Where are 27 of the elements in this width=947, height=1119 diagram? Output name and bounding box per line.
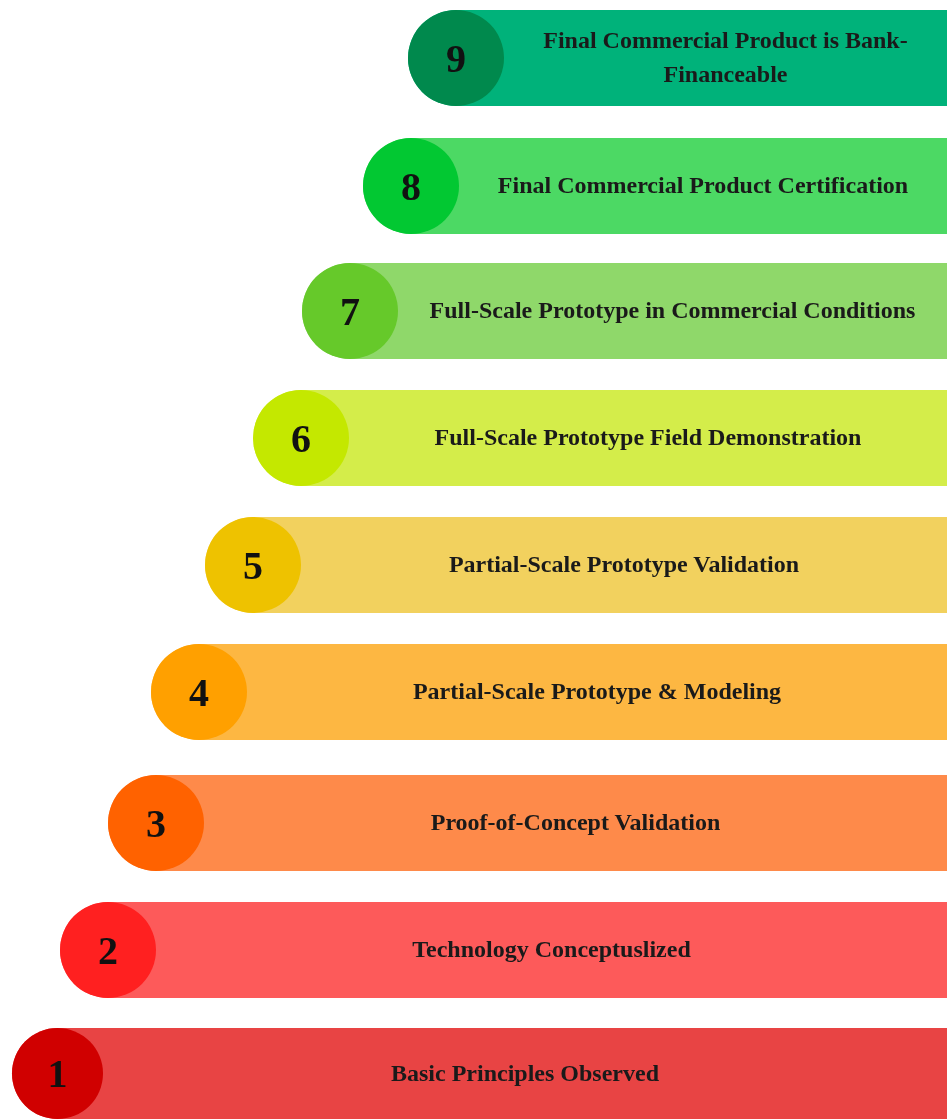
level-number: 9 <box>408 10 504 106</box>
level-label: Final Commercial Product Certification <box>497 171 909 201</box>
level-bar <box>151 644 947 740</box>
level-number: 7 <box>302 263 398 359</box>
level-number: 4 <box>151 644 247 740</box>
level-bar <box>363 138 947 234</box>
level-bar <box>408 10 947 106</box>
level-number: 1 <box>12 1028 103 1119</box>
level-label: Final Commercial Product is Bank-Financeable <box>542 26 909 89</box>
level-bar <box>60 902 947 998</box>
level-number: 3 <box>108 775 204 871</box>
level-bar <box>12 1028 947 1119</box>
level-bar <box>253 390 947 486</box>
level-label: Full-Scale Prototype Field Demonstration <box>434 423 862 453</box>
level-number: 5 <box>205 517 301 613</box>
level-label: Proof-of-Concept Validation <box>430 808 721 838</box>
level-bar <box>205 517 947 613</box>
level-number: 2 <box>60 902 156 998</box>
level-number: 6 <box>253 390 349 486</box>
level-bar <box>108 775 947 871</box>
level-number: 8 <box>363 138 459 234</box>
level-label: Partial-Scale Prototype Validation <box>448 550 800 580</box>
level-label: Partial-Scale Prototype & Modeling <box>412 677 782 707</box>
level-label: Full-Scale Prototype in Commercial Conditions <box>429 296 916 326</box>
level-bar <box>302 263 947 359</box>
level-label: Basic Principles Observed <box>391 1058 659 1088</box>
level-label: Technology Conceptuslized <box>412 935 691 965</box>
